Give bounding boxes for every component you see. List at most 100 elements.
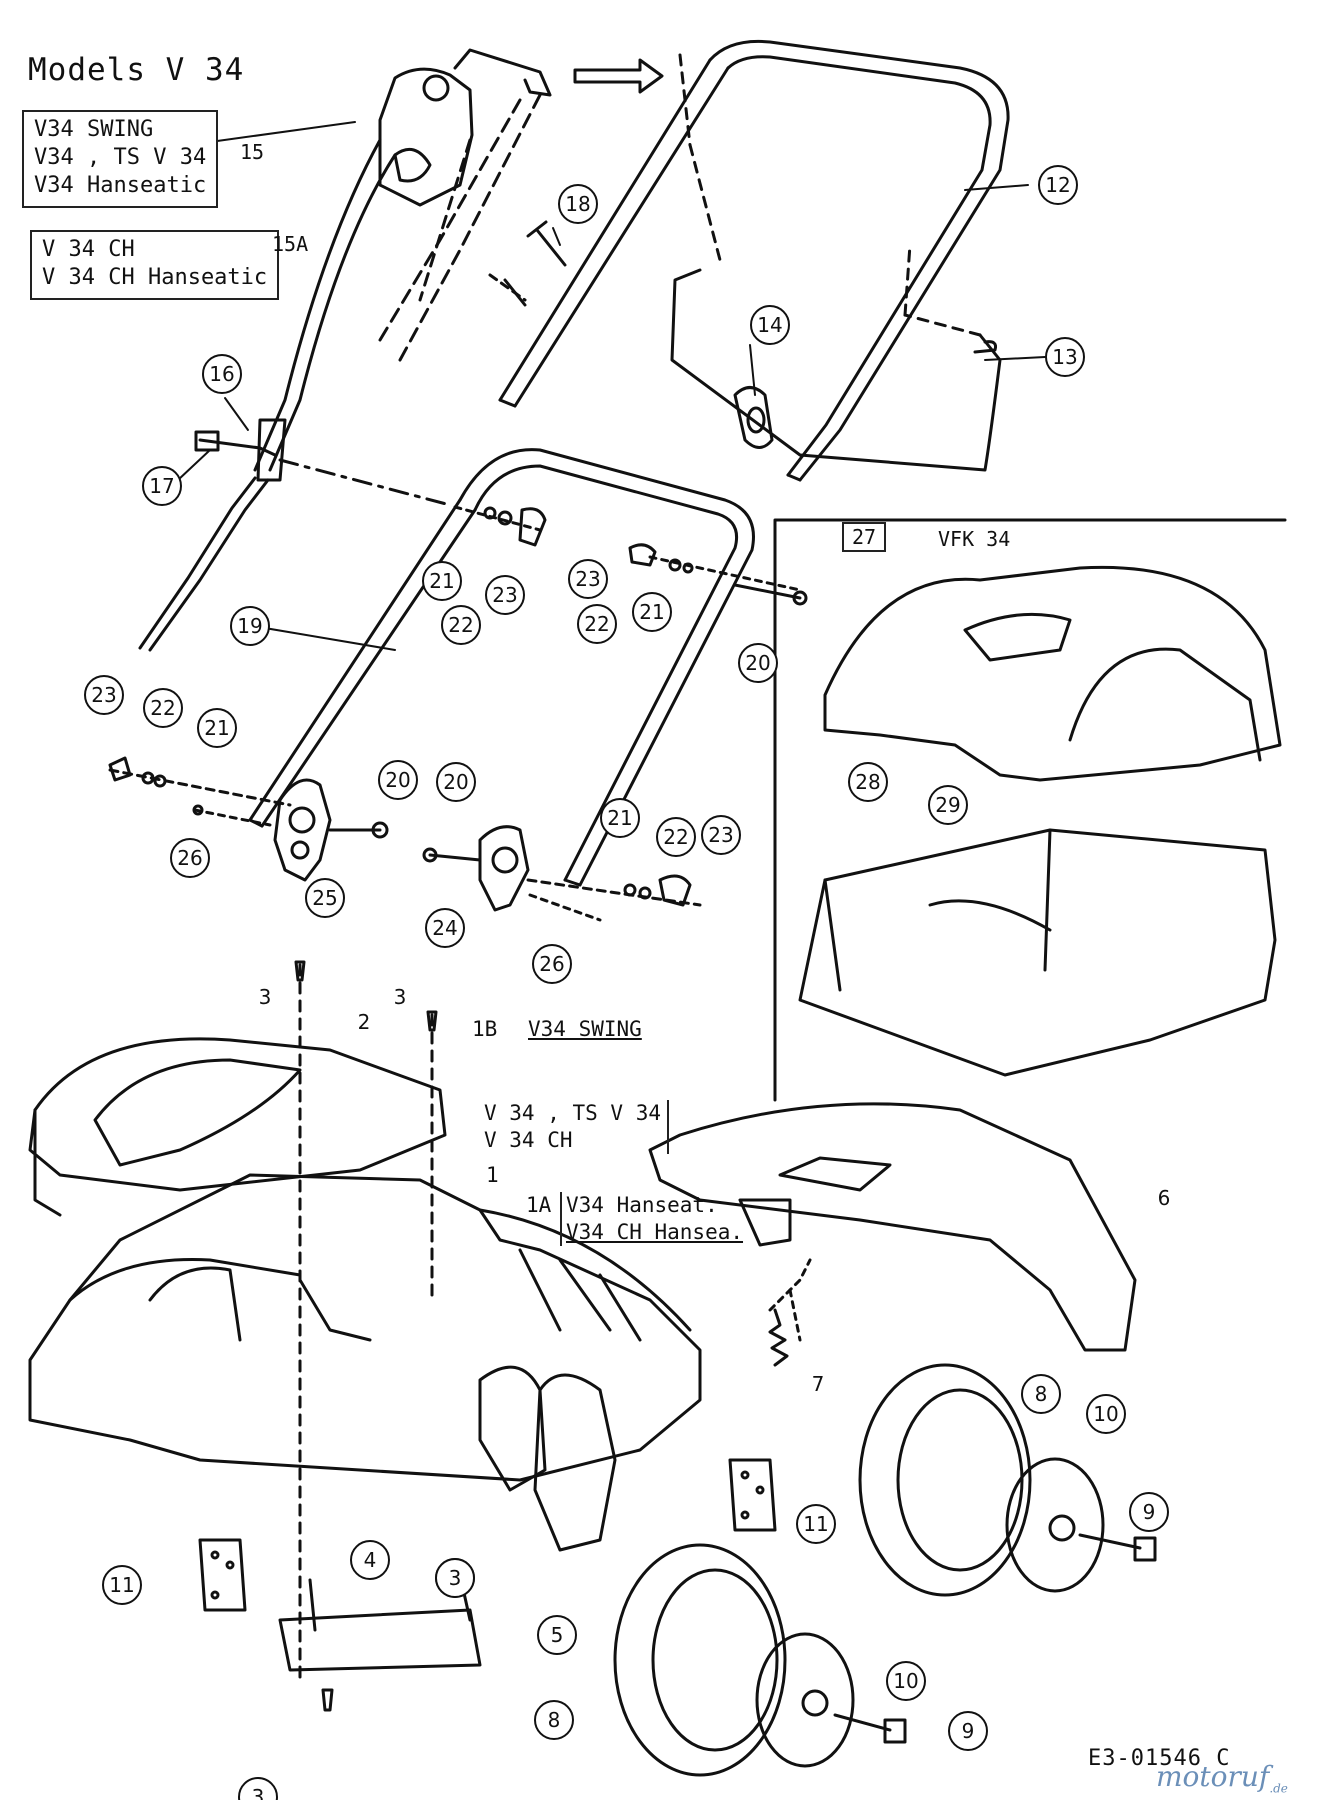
callout-circle [143,688,183,728]
variant-1a-ref: 1A [526,1193,552,1217]
callout-circle [577,604,617,644]
callout-22: 22 [143,688,183,728]
variant-1b-model: V34 SWING [528,1017,642,1041]
watermark-logo: motoruf.de [1156,1760,1288,1796]
callout-circle [142,466,182,506]
callout-number: 20 [443,770,468,794]
lower-handle-part [248,448,755,887]
callout-29: 29 [928,785,968,825]
callout-circle [305,878,345,918]
callout-number: 23 [575,567,600,591]
variant-1a-models: V34 Hanseat. V34 CH Hansea. [560,1192,743,1246]
mounting-plate-part [198,1458,777,1612]
callout-number: 19 [237,614,262,638]
callout-circle [600,798,640,838]
callout-number: 23 [91,683,116,707]
grass-box-inset [773,518,1287,1102]
direction-arrow [573,58,664,94]
callout-circle [948,1711,988,1751]
callout-19: 19 [230,606,270,646]
callout-number: 14 [757,313,782,337]
callout-number: 9 [1143,1500,1156,1524]
callout-number: 26 [539,952,564,976]
callout-11: 11 [102,1565,142,1605]
callout-23: 23 [485,575,525,615]
callout-8: 8 [534,1700,574,1740]
callout-23: 23 [84,675,124,715]
callout-22: 22 [656,817,696,857]
callout-circle [701,815,741,855]
callout-number: 3 [252,1785,265,1800]
callout-number: 11 [109,1573,134,1597]
callout-number: 3 [449,1566,462,1590]
callout-26: 26 [170,838,210,878]
callout-3: 3 [238,1777,278,1800]
drawing-code: E3-01546 C [1088,1746,1231,1771]
callout-number: 6 [1158,1186,1171,1210]
callout-circle [1129,1492,1169,1532]
callout-17: 17 [142,466,182,506]
callout-circle [378,760,418,800]
callout-number: 8 [548,1708,561,1732]
model-group-ref-1: 15 [240,140,265,164]
callout-4: 4 [350,1540,390,1580]
callout-13: 13 [1045,337,1085,377]
model-line: V34 , TS V 34 [34,145,207,170]
callout-3: 3 [394,985,407,1009]
callout-circle [485,575,525,615]
callout-22: 22 [441,605,481,645]
callout-circle [537,1615,577,1655]
model-line: V34 Hanseatic [34,173,207,198]
callout-number: 3 [394,985,407,1009]
callout-circle [102,1565,142,1605]
callout-20: 20 [378,760,418,800]
variant-1a-line: V34 CH Hansea. [566,1220,744,1244]
callout-circle [425,908,465,948]
callout-number: 9 [962,1719,975,1743]
callout-number: 23 [708,823,733,847]
callout-number: 2 [358,1010,371,1034]
callout-number: 10 [893,1669,918,1693]
top-cover-part [28,1037,447,1217]
right-pivot-part [422,825,702,922]
spring-part [768,1258,812,1367]
callout-11: 11 [796,1504,836,1544]
callout-6: 6 [1158,1186,1171,1210]
callout-21: 21 [600,798,640,838]
knob-hardware-upper [453,505,808,606]
variant-1-ref: 1 [486,1163,499,1187]
callout-5: 5 [537,1615,577,1655]
callout-number: 7 [812,1372,825,1396]
inset-title: VFK 34 [938,527,1011,551]
callout-circle [170,838,210,878]
callout-number: 26 [177,846,202,870]
callout-circle [1045,337,1085,377]
callout-circle [230,606,270,646]
page-title: Models V 34 [28,52,245,88]
callout-12: 12 [1038,165,1078,205]
callout-circle [1021,1374,1061,1414]
callout-14: 14 [750,305,790,345]
model-group-box-2: V 34 CH V 34 CH Hanseatic [30,230,280,300]
callout-circle [350,1540,390,1580]
callout-21: 21 [197,708,237,748]
wheel-rear-part [858,1363,1157,1597]
callout-3: 3 [259,985,272,1009]
callout-21: 21 [422,561,462,601]
callout-21: 21 [632,592,672,632]
callout-number: 21 [639,600,664,624]
callout-number: 24 [432,916,457,940]
callout-number: 22 [584,612,609,636]
cable-clip-part [733,386,774,449]
variant-1b-ref: 1B [472,1017,498,1041]
callout-circle [738,643,778,683]
leader-lines [177,121,1046,651]
callout-circle [632,592,672,632]
callout-circle [750,305,790,345]
callout-22: 22 [577,604,617,644]
callout-number: 8 [1035,1382,1048,1406]
callout-number: 4 [364,1548,377,1572]
callout-number: 10 [1093,1402,1118,1426]
callout-number: 20 [745,651,770,675]
